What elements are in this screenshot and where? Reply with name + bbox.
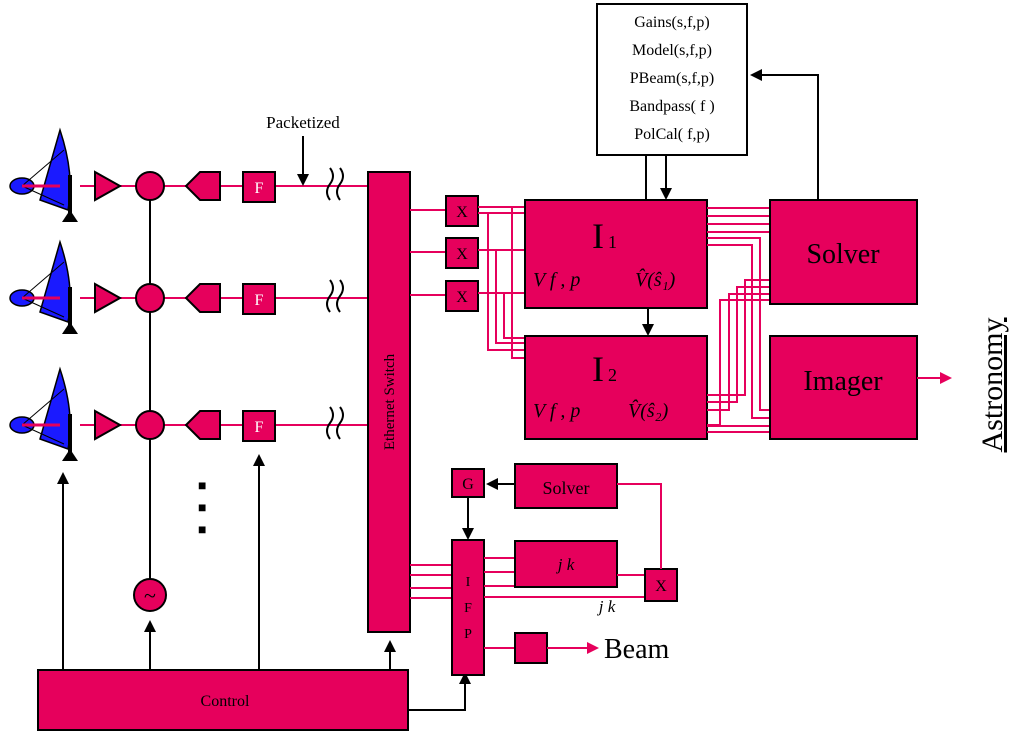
filter-icon bbox=[184, 171, 221, 201]
x-block bbox=[445, 195, 479, 227]
i1-block bbox=[524, 199, 708, 309]
x-small-label: X bbox=[655, 578, 667, 595]
i2-label: I bbox=[592, 349, 604, 389]
i1-label: I bbox=[592, 216, 604, 256]
jk-block bbox=[514, 540, 618, 588]
x-block bbox=[445, 237, 479, 269]
i1-vars: V f , p bbox=[533, 269, 580, 291]
mixer-node bbox=[135, 283, 165, 313]
model-line: PBeam(s,f,p) bbox=[630, 70, 714, 87]
model-line: Bandpass( f ) bbox=[629, 98, 714, 115]
control-block bbox=[37, 669, 409, 731]
model-line: Model(s,f,p) bbox=[632, 42, 712, 59]
x-small-block bbox=[644, 568, 678, 602]
i2-vhat: V̂(ŝ₂) bbox=[628, 399, 669, 422]
f-block-label: F bbox=[255, 180, 264, 197]
ellipsis-dot: ■ bbox=[198, 479, 206, 494]
x-block bbox=[445, 280, 479, 312]
ifp-block bbox=[451, 539, 485, 676]
solver-bottom-block bbox=[514, 463, 618, 509]
control-label: Control bbox=[201, 693, 250, 710]
i1-vhat: V̂(ŝ₁) bbox=[635, 268, 676, 291]
model-box bbox=[596, 3, 748, 156]
solver-label: Solver bbox=[806, 239, 880, 270]
i2-subscript: 2 bbox=[608, 365, 617, 385]
imager-block bbox=[769, 335, 918, 440]
solver-bottom-label: Solver bbox=[543, 478, 590, 498]
ifp-letter: F bbox=[464, 601, 472, 616]
x-block-label: X bbox=[456, 246, 468, 263]
g-block-label: G bbox=[462, 476, 474, 493]
oscillator-icon bbox=[133, 578, 167, 612]
jk-block-label: j k bbox=[556, 555, 575, 574]
x-block-label: X bbox=[456, 289, 468, 306]
dish-icon bbox=[9, 366, 78, 461]
ethernet-switch-label: Ethernet Switch bbox=[382, 353, 398, 450]
arrow-head bbox=[297, 174, 309, 186]
break-symbol bbox=[326, 406, 344, 440]
f-block-label: F bbox=[255, 292, 264, 309]
ifp-letter: P bbox=[464, 627, 472, 642]
imager-label: Imager bbox=[803, 366, 883, 397]
beam-block bbox=[514, 632, 548, 664]
f-block-label: F bbox=[255, 419, 264, 436]
i2-vars: V f , p bbox=[533, 400, 580, 422]
astronomy-label: Astronomy bbox=[976, 318, 1009, 453]
mixer-node bbox=[135, 410, 165, 440]
antenna-row-3 bbox=[9, 366, 78, 461]
g-block bbox=[451, 468, 485, 498]
jk-below-label: j k bbox=[597, 597, 616, 616]
ethernet-switch-block bbox=[367, 171, 411, 633]
packetized-label: Packetized bbox=[266, 113, 340, 132]
dish-icon bbox=[9, 239, 78, 334]
ifp-letter: I bbox=[466, 575, 471, 590]
break-symbol bbox=[326, 279, 344, 313]
amplifier-icon bbox=[94, 170, 123, 202]
model-line: PolCal( f,p) bbox=[634, 126, 710, 143]
model-line: Gains(s,f,p) bbox=[634, 14, 710, 31]
x-block-label: X bbox=[456, 204, 468, 221]
antenna-row-1 bbox=[9, 127, 78, 222]
filter-icon bbox=[184, 410, 221, 440]
i1-subscript: 1 bbox=[608, 232, 617, 252]
break-symbol bbox=[326, 167, 344, 201]
solver-block bbox=[769, 199, 918, 305]
beam-label: Beam bbox=[604, 634, 670, 665]
amplifier-icon bbox=[94, 282, 123, 314]
ellipsis-dot: ■ bbox=[198, 501, 206, 516]
amplifier-icon bbox=[94, 409, 123, 441]
f-block bbox=[242, 171, 276, 203]
f-block bbox=[242, 283, 276, 315]
i2-block bbox=[524, 335, 708, 440]
mixer-node bbox=[135, 171, 165, 201]
dish-icon bbox=[9, 127, 78, 222]
filter-icon bbox=[184, 283, 221, 313]
antenna-row-2 bbox=[9, 239, 78, 334]
f-block bbox=[242, 410, 276, 442]
ellipsis-dot: ■ bbox=[198, 523, 206, 538]
oscillator-symbol: ~ bbox=[144, 583, 156, 608]
